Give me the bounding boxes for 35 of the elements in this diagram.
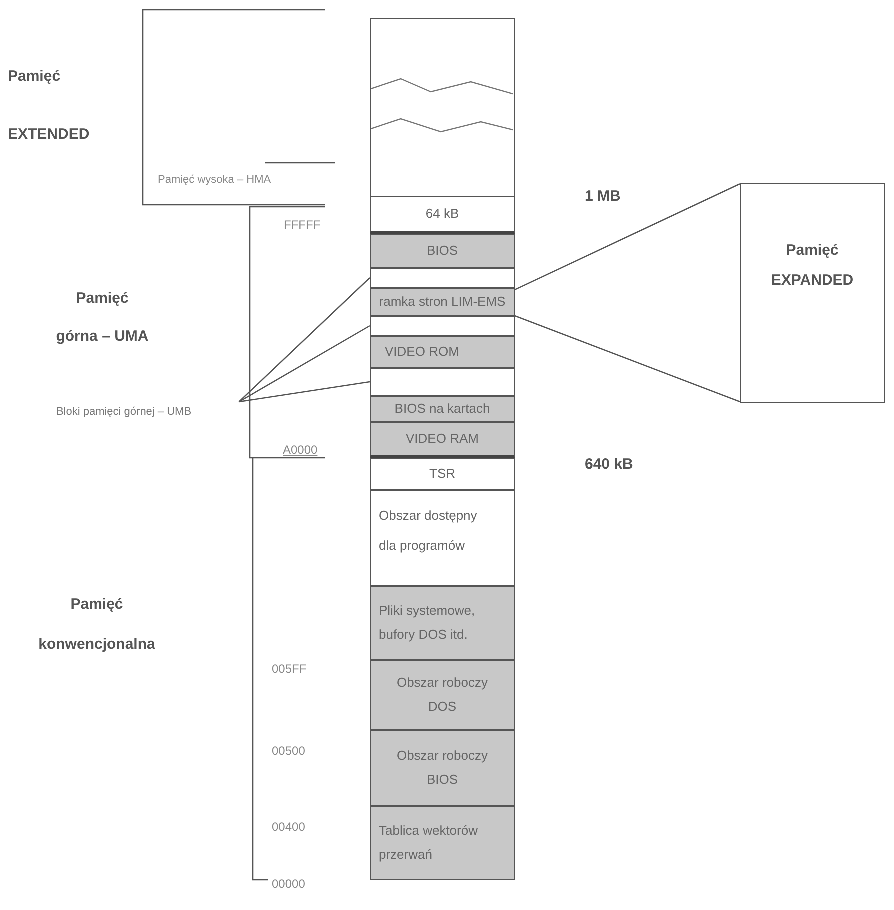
memory-segment: 64 kB: [370, 196, 515, 234]
region-label: Pamięć EXTENDED: [8, 67, 91, 145]
memory-segment: Pliki systemowe, bufory DOS itd.: [370, 586, 515, 660]
expanded-memory-box: Pamięć EXPANDED: [740, 183, 885, 403]
memory-segment: ramka stron LIM-EMS: [370, 288, 515, 316]
region-label: Pamięć górna – UMA: [55, 289, 150, 347]
memory-segment: VIDEO ROM: [370, 336, 515, 368]
memory-segment: Obszar roboczy DOS: [370, 660, 515, 730]
memory-segment: TSR: [370, 458, 515, 490]
memory-segment: Obszar dostępny dla programów: [370, 490, 515, 586]
memory-segment: BIOS na kartach: [370, 396, 515, 422]
memory-segment: [370, 18, 515, 198]
memory-segment: BIOS: [370, 234, 515, 268]
memory-segment: VIDEO RAM: [370, 422, 515, 458]
memory-segment: [370, 316, 515, 336]
address-label: A0000: [283, 443, 319, 457]
address-label: FFFFF: [284, 218, 322, 232]
leader-line: [238, 278, 370, 402]
leader-line: [239, 381, 370, 403]
address-label: 00000: [272, 877, 306, 891]
address-boundary-label: 640 kB: [585, 456, 634, 473]
address-label: 00400: [272, 820, 306, 834]
memory-segment: Obszar roboczy BIOS: [370, 730, 515, 806]
address-label: 005FF: [272, 662, 308, 676]
region-label: Pamięć konwencjonalna: [38, 595, 156, 655]
address-boundary-label: 1 MB: [585, 188, 622, 205]
region-label: Pamięć wysoka – HMA: [158, 174, 272, 186]
leader-line: [238, 325, 370, 403]
memory-segment: [370, 368, 515, 396]
memory-segment: Tablica wektorów przerwań: [370, 806, 515, 880]
leader-label: Bloki pamięci górnej – UMB: [4, 402, 244, 422]
address-label: 00500: [272, 744, 306, 758]
projection-line: [514, 184, 740, 291]
memory-segment: [370, 268, 515, 288]
projection-line: [514, 315, 740, 402]
